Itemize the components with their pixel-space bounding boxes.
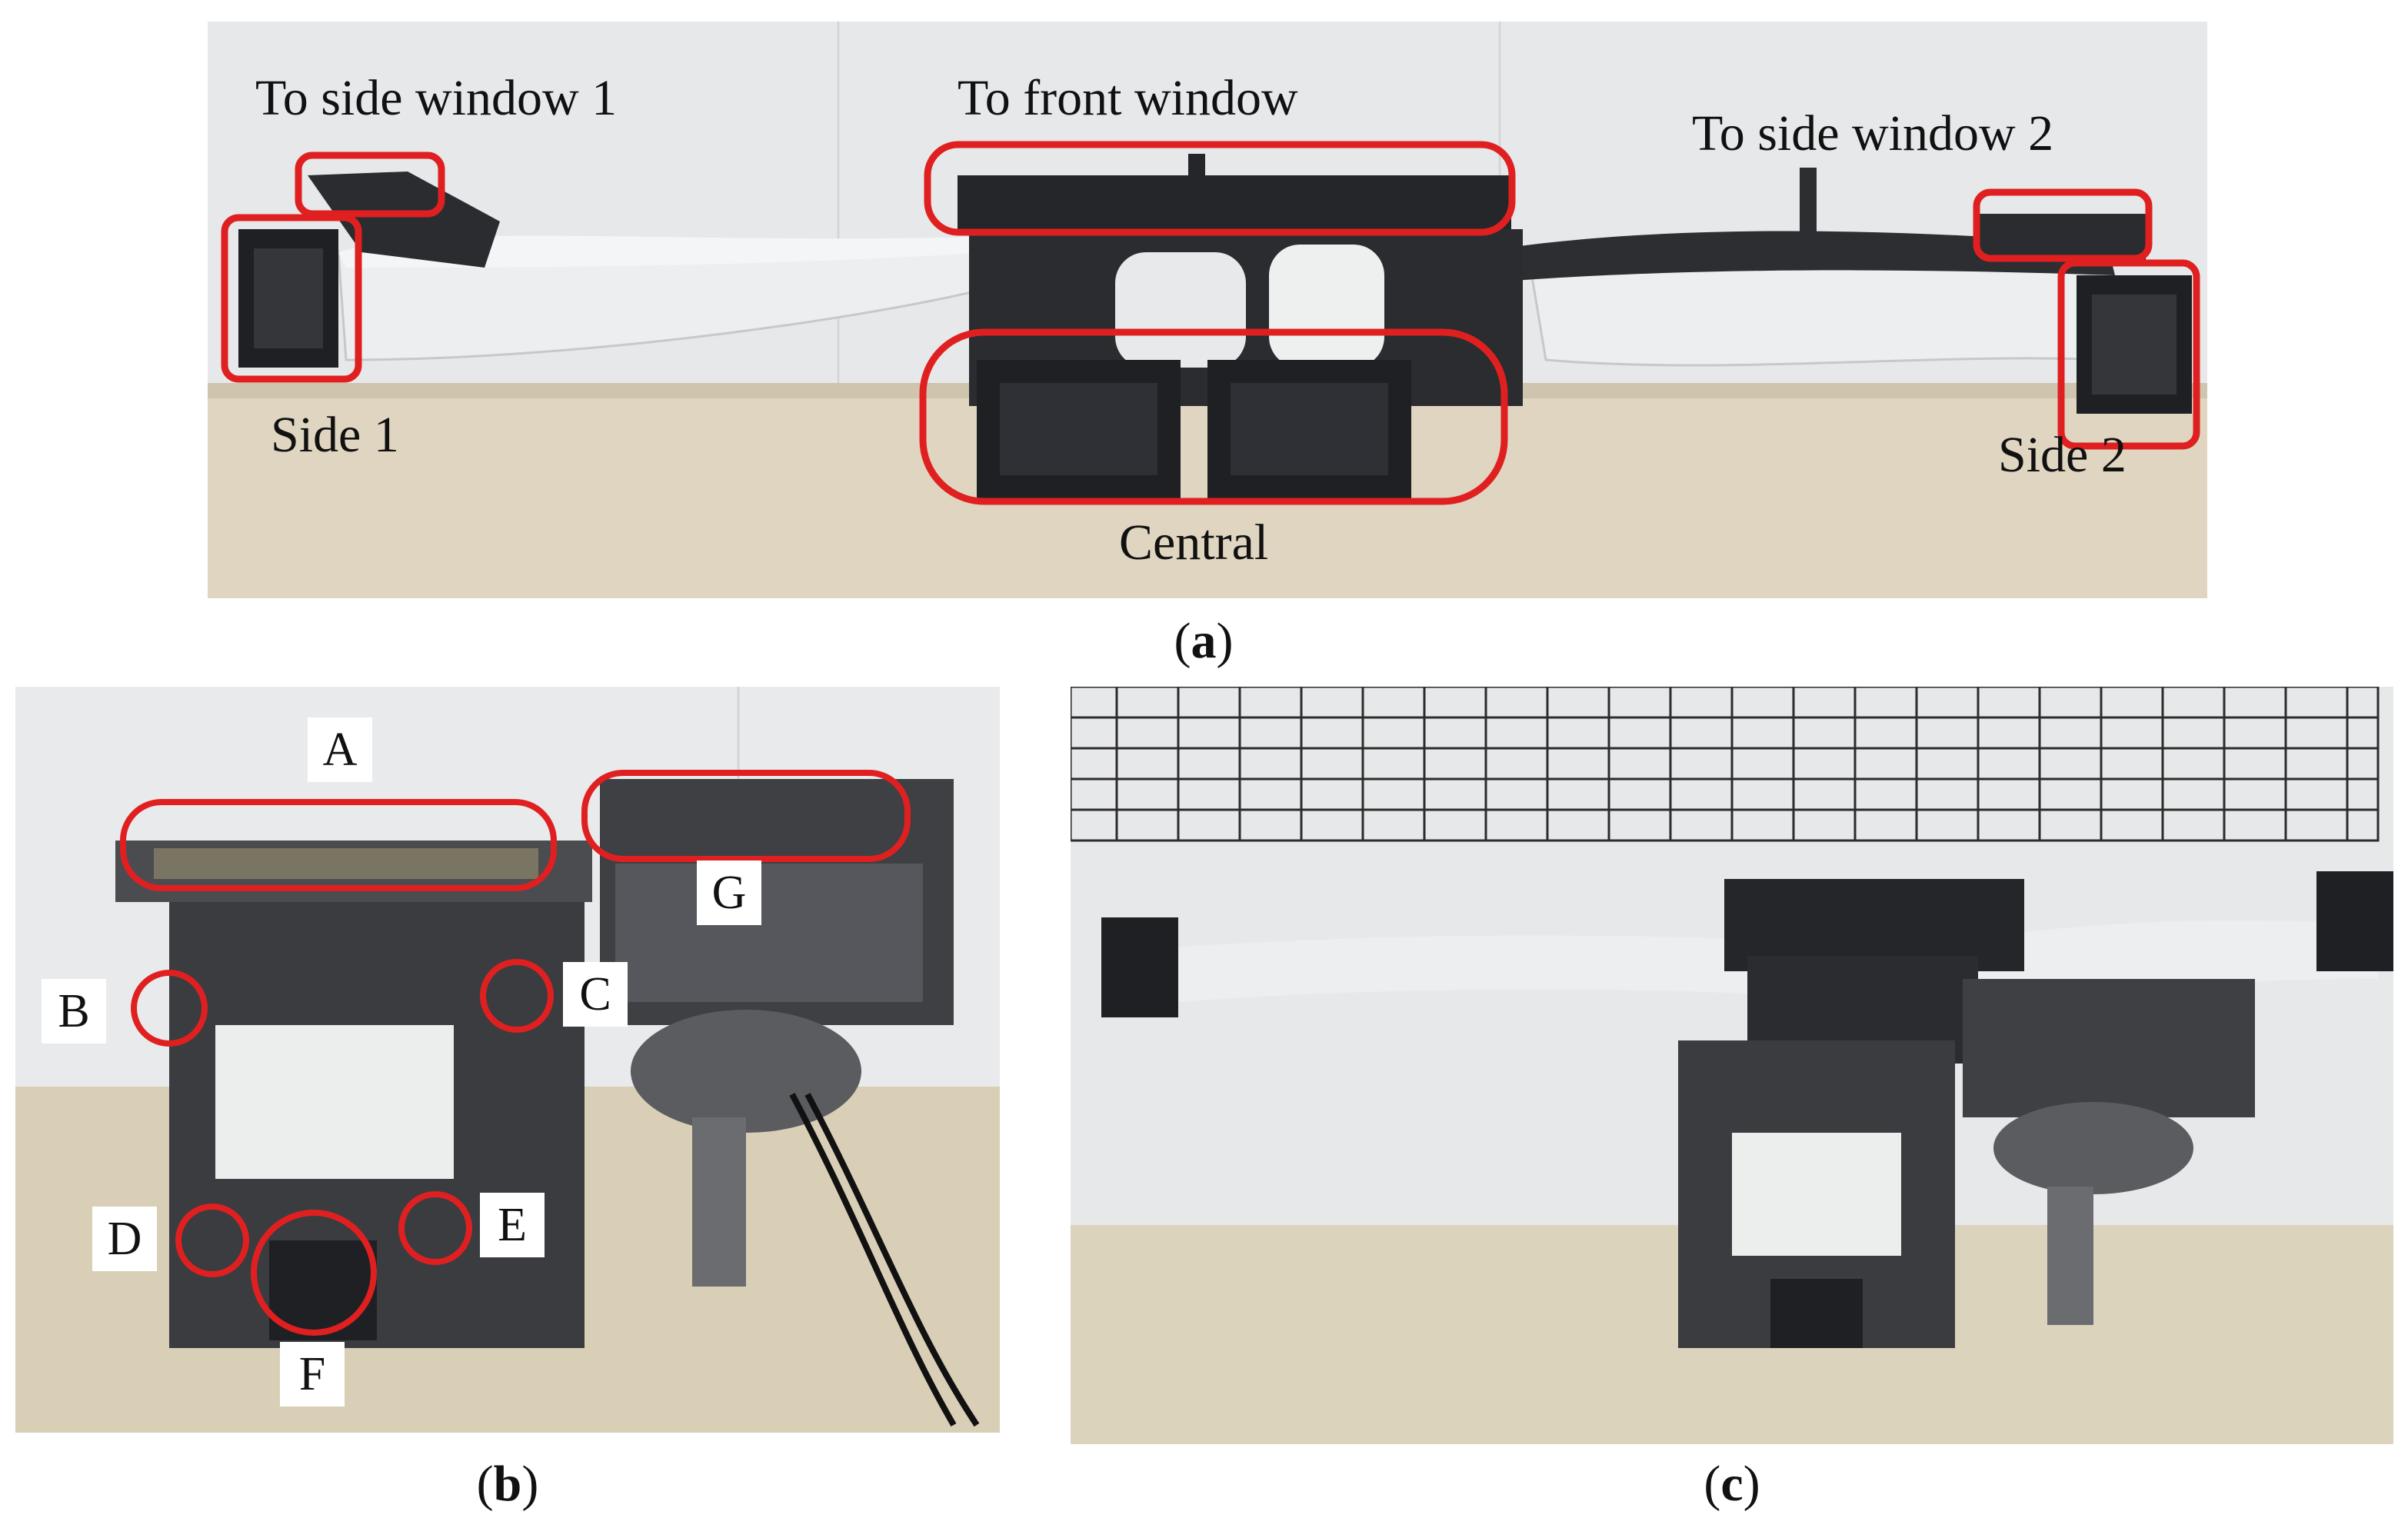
highlight-b (131, 970, 208, 1047)
marker-d: D (92, 1207, 157, 1271)
caption-b-letter: b (493, 1456, 522, 1512)
label-to-front-window: To front window (958, 70, 1298, 126)
assembled-system-photo (1071, 687, 2393, 1444)
caption-a-letter: a (1191, 613, 1217, 669)
photo-panel-b: A B C D E F G (15, 687, 1000, 1433)
highlight-e (398, 1191, 472, 1265)
caption-c: (c) (1704, 1456, 1760, 1512)
label-side-2: Side 2 (1998, 427, 2127, 483)
marker-c: C (563, 962, 628, 1027)
highlight-g (581, 770, 911, 862)
caption-a: (a) (1174, 613, 1234, 669)
highlight-side-2 (2057, 259, 2200, 450)
marker-a: A (308, 717, 372, 782)
caption-b: (b) (476, 1456, 539, 1512)
highlight-c (480, 959, 554, 1033)
photo-panel-c (1071, 687, 2393, 1444)
highlight-side-window-2 (1973, 188, 2153, 262)
marker-f: F (280, 1342, 345, 1407)
label-to-side-window-2: To side window 2 (1692, 105, 2054, 161)
hvac-unit-photo (15, 687, 1000, 1433)
label-side-1: Side 1 (271, 407, 399, 463)
duct-assembly-photo (208, 22, 2207, 598)
marker-e: E (480, 1193, 545, 1257)
highlight-central (919, 328, 1508, 505)
highlight-side-1 (221, 214, 362, 383)
label-to-side-window-1: To side window 1 (255, 70, 618, 126)
highlight-front-window (924, 141, 1516, 236)
photo-panel-a: To side window 1 To front window To side… (208, 22, 2207, 598)
highlight-a (120, 799, 557, 891)
label-central: Central (1119, 514, 1269, 571)
caption-c-letter: c (1720, 1456, 1744, 1512)
highlight-d (175, 1203, 249, 1277)
highlight-side-window-1 (295, 151, 445, 218)
highlight-f (251, 1210, 377, 1336)
marker-b: B (42, 979, 106, 1044)
marker-g: G (697, 861, 761, 925)
